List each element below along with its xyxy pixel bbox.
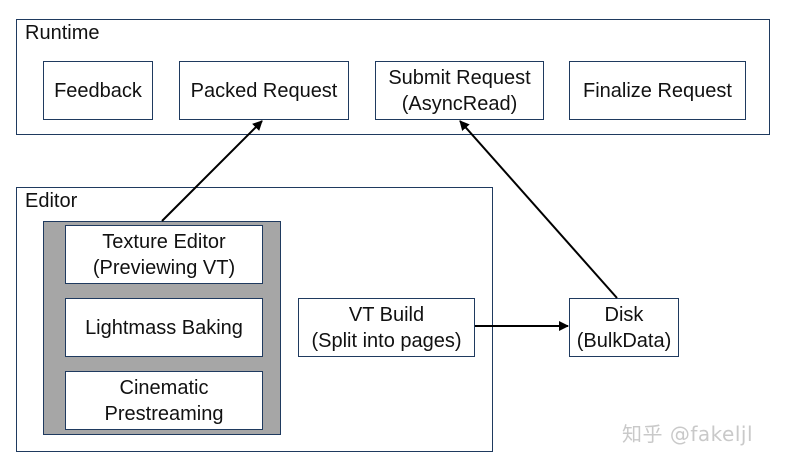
disk-node: Disk (BulkData) xyxy=(569,298,679,357)
cinematic-prestreaming-node: Cinematic Prestreaming xyxy=(65,371,263,430)
vt-build-node: VT Build (Split into pages) xyxy=(298,298,475,357)
texture-editor-node: Texture Editor (Previewing VT) xyxy=(65,225,263,284)
watermark: 知乎 @fakeljl xyxy=(622,422,753,446)
runtime-title: Runtime xyxy=(25,22,100,44)
arrow-disk-to-submit-request xyxy=(459,120,618,299)
finalize-request-node: Finalize Request xyxy=(569,61,746,120)
submit-request-node: Submit Request (AsyncRead) xyxy=(375,61,544,120)
lightmass-baking-node: Lightmass Baking xyxy=(65,298,263,357)
packed-request-node: Packed Request xyxy=(179,61,349,120)
feedback-node: Feedback xyxy=(43,61,153,120)
arrow-texture-editor-to-packed-request xyxy=(161,120,263,222)
editor-title: Editor xyxy=(25,190,78,212)
